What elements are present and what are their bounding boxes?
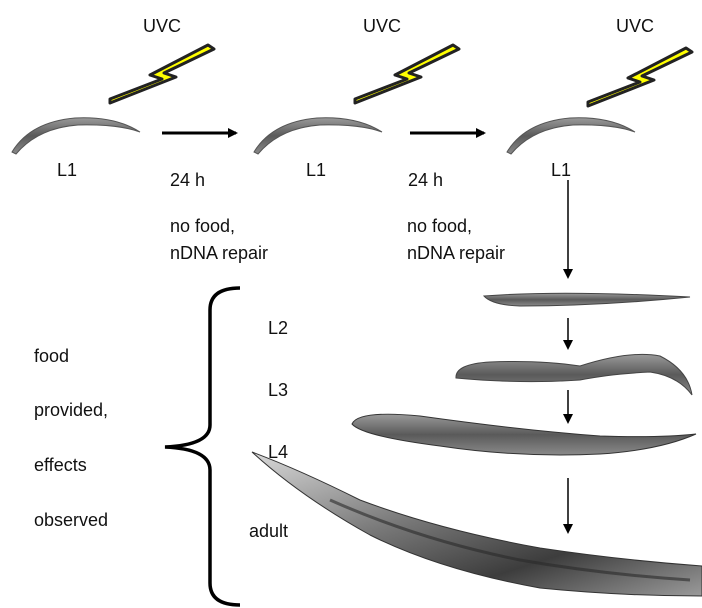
uvc-label: UVC [143,16,181,36]
duration-label: 24 h [170,170,205,190]
stage-label-adult: adult [249,521,288,541]
worm-icon [456,354,692,395]
brace-text-line: effects [34,455,87,475]
stage-label-l1: L1 [57,160,77,180]
brace-text-line: provided, [34,400,108,420]
lightning-bolt-icon [355,45,459,103]
worm-icon [12,118,140,154]
brace-text-line: observed [34,510,108,530]
duration-label: 24 h [408,170,443,190]
brace-text-line: food [34,346,69,366]
stage-label-l4: L4 [268,442,288,462]
stage-label-l1: L1 [551,160,571,180]
uvc-label: UVC [363,16,401,36]
stage-label-l1: L1 [306,160,326,180]
condition-line: no food, [170,216,235,236]
uvc-label: UVC [616,16,654,36]
stage-label-l3: L3 [268,380,288,400]
worm-icon [484,293,690,306]
worm-icon [254,118,382,154]
stage-label-l2: L2 [268,318,288,338]
condition-line: nDNA repair [407,243,505,263]
worm-icon [352,414,696,455]
lightning-bolt-icon [110,45,214,103]
curly-brace-icon [165,288,240,605]
lightning-bolt-icon [588,48,692,106]
worm-icon [507,118,635,154]
condition-line: nDNA repair [170,243,268,263]
condition-line: no food, [407,216,472,236]
